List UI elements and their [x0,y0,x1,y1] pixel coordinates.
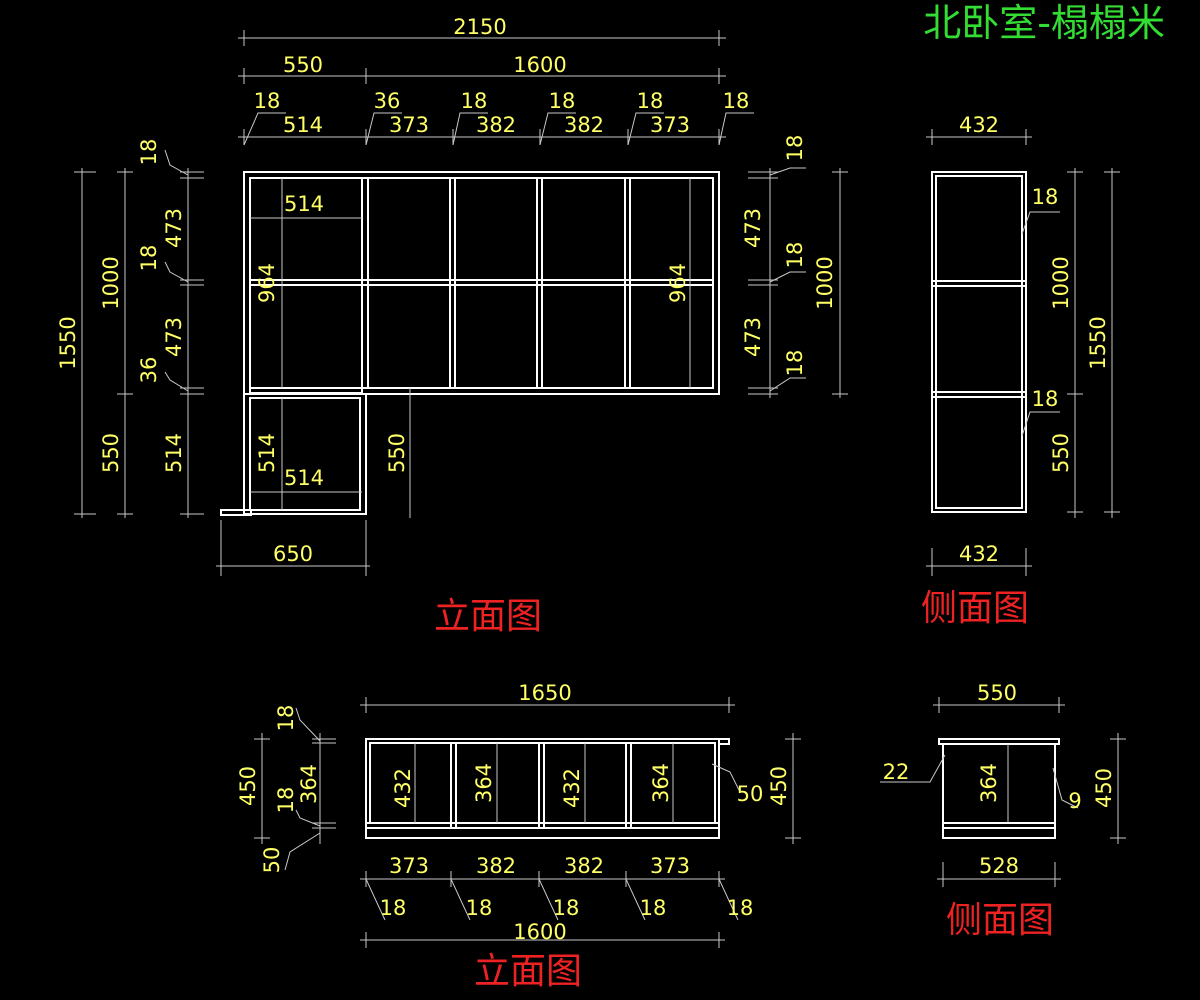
dim-label: 964 [666,263,690,303]
caption-side-view-bottom: 侧面图 [946,900,1054,941]
dim-label: 514 [255,433,279,473]
dim-label: 18 [1032,387,1059,411]
dim-label: 364 [649,763,673,803]
dim-label: 514 [284,466,324,490]
dim-label: 432 [959,113,999,137]
dim-label: 18 [254,89,281,113]
top-side-view: 432 18 18 1000 550 1550 432 侧面图 [921,113,1120,629]
dim-label: 364 [977,763,1001,803]
dim-label: 18 [783,135,807,162]
dim-label: 373 [650,854,690,878]
dim-label: 1550 [56,316,80,369]
caption-side-view-top: 侧面图 [921,588,1029,629]
dim-label: 1650 [518,681,571,705]
dim-label: 432 [391,768,415,808]
dimension-lines [926,129,1120,576]
dim-label: 550 [1049,433,1073,473]
dim-label: 18 [274,787,298,814]
dim-label: 36 [137,357,161,384]
dim-label: 18 [637,89,664,113]
cabinet-outline [931,171,1027,513]
dim-label: 528 [979,854,1019,878]
caption-front-elevation-top: 立面图 [434,596,542,637]
dim-label: 364 [297,764,321,804]
dim-label: 18 [640,896,667,920]
dim-label: 550 [977,681,1017,705]
dim-label: 450 [1092,768,1116,808]
bottom-side-view: 550 22 364 9 450 528 侧面图 [880,681,1126,941]
dim-label: 382 [564,854,604,878]
dim-label: 473 [741,208,765,248]
dimension-labels: 432 18 18 1000 550 1550 432 [959,113,1110,566]
dim-label: 964 [255,263,279,303]
dim-label: 550 [99,433,123,473]
dim-label: 50 [737,782,764,806]
dim-label: 18 [1032,185,1059,209]
cabinet-outline [220,171,720,516]
dim-label: 2150 [453,15,506,39]
caption-front-elevation-bottom: 立面图 [474,951,582,992]
dim-label: 18 [274,705,298,732]
dim-label: 382 [476,854,516,878]
dim-label: 18 [380,896,407,920]
dim-label: 18 [461,89,488,113]
dim-label: 432 [560,768,584,808]
top-front-elevation: 2150 550 1600 18 36 18 18 18 18 514 373 … [56,15,848,637]
dimension-lines [254,697,801,948]
cabinet-outline [938,738,1060,839]
dimension-labels: 1650 18 450 364 18 50 432 364 432 364 50… [236,681,791,944]
dim-label: 550 [385,433,409,473]
dim-label: 18 [727,896,754,920]
dim-label: 373 [389,113,429,137]
dim-label: 36 [374,89,401,113]
dim-label: 1550 [1086,316,1110,369]
dim-label: 18 [549,89,576,113]
dim-label: 514 [283,113,323,137]
dim-label: 514 [284,192,324,216]
dim-label: 373 [650,113,690,137]
cabinet-outline [365,738,730,839]
dim-label: 382 [564,113,604,137]
dim-label: 1000 [813,256,837,309]
dim-label: 18 [553,896,580,920]
dim-label: 473 [741,317,765,357]
dim-label: 473 [162,208,186,248]
dim-label: 1600 [513,53,566,77]
dim-label: 18 [783,350,807,377]
bottom-front-elevation: 1650 18 450 364 18 50 432 364 432 364 50… [236,681,801,992]
dim-label: 18 [466,896,493,920]
dim-label: 1000 [99,256,123,309]
dim-label: 373 [389,854,429,878]
dim-label: 18 [723,89,750,113]
dim-label: 1600 [513,920,566,944]
dim-label: 450 [236,766,260,806]
dim-label: 550 [283,53,323,77]
dim-label: 22 [883,760,910,784]
dimension-lines [880,697,1126,887]
dim-label: 9 [1068,789,1081,813]
dim-label: 1000 [1049,256,1073,309]
dim-label: 18 [137,139,161,166]
dimension-labels: 550 22 364 9 450 528 [883,681,1116,878]
dimension-labels: 2150 550 1600 18 36 18 18 18 18 514 373 … [56,15,837,566]
dimension-lines [74,30,848,576]
dim-label: 473 [162,317,186,357]
drawing-title: 北卧室-榻榻米 [923,1,1165,45]
dim-label: 364 [472,763,496,803]
dim-label: 650 [273,542,313,566]
dim-label: 18 [783,242,807,269]
dim-label: 450 [767,766,791,806]
dim-label: 432 [959,542,999,566]
dim-label: 50 [260,847,284,874]
dim-label: 514 [162,433,186,473]
dim-label: 18 [137,245,161,272]
dim-label: 382 [476,113,516,137]
